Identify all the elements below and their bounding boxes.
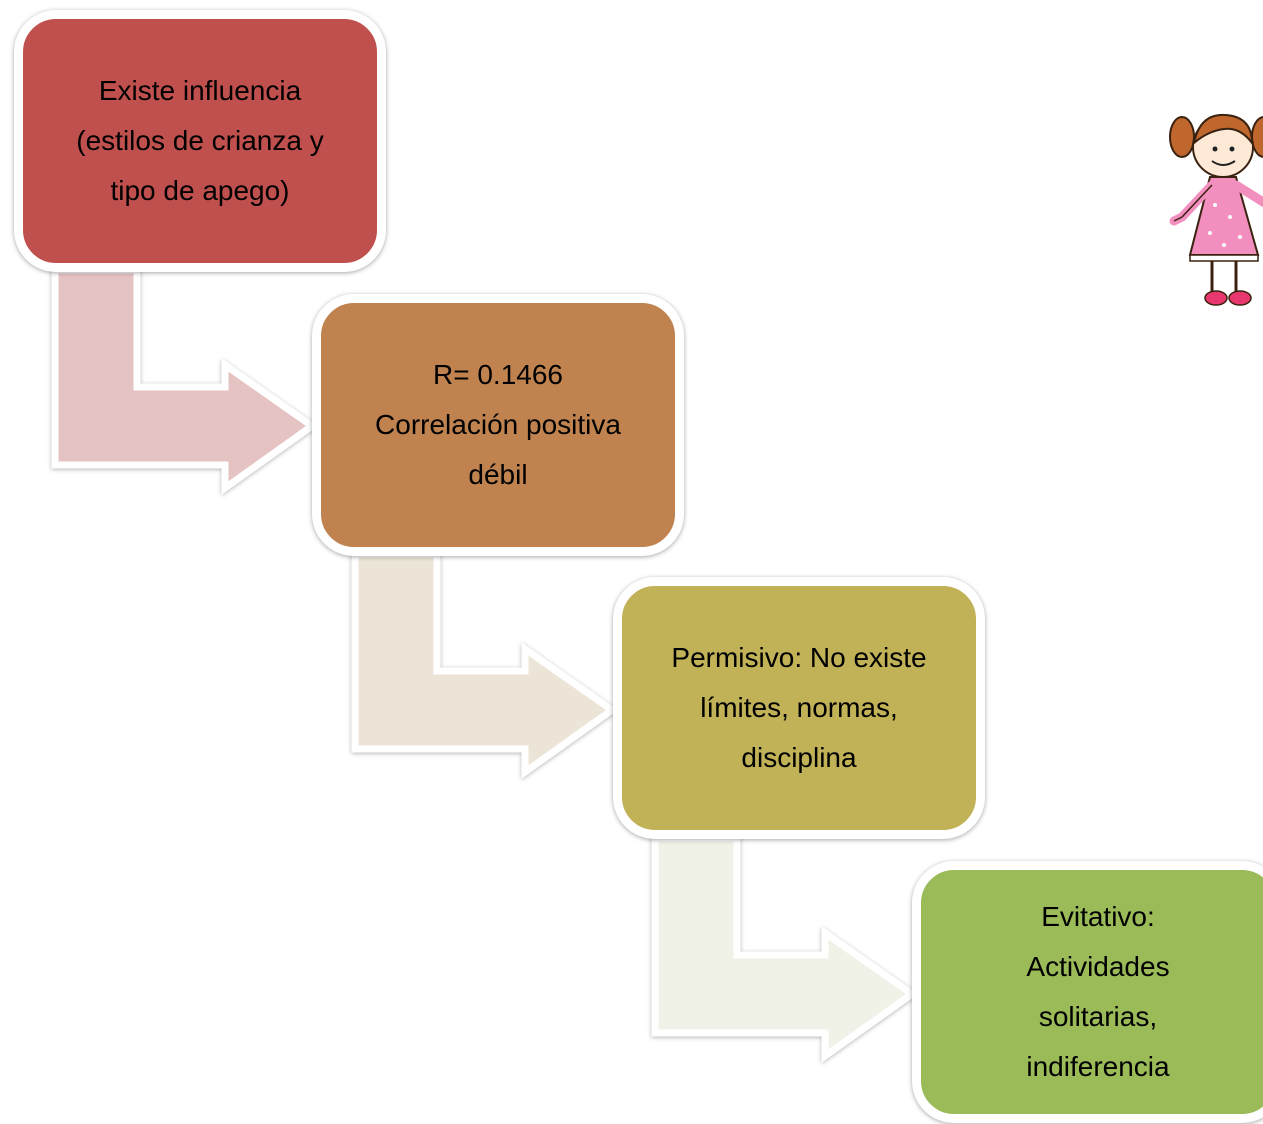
step-text-influencia: Existe influencia (estilos de crianza y … — [76, 75, 324, 206]
step-box-correlacion: R= 0.1466 Correlación positiva débil — [312, 294, 684, 556]
connector-arrow-3 — [651, 834, 919, 1063]
step-text-evitativo: Evitativo: Actividades solitarias, indif… — [1026, 901, 1170, 1082]
step-box-evitativo: Evitativo: Actividades solitarias, indif… — [912, 861, 1263, 1123]
step-text-correlacion: R= 0.1466 Correlación positiva débil — [375, 359, 621, 490]
girl-cartoon-icon — [1169, 113, 1263, 306]
step-text-permisivo: Permisivo: No existe límites, normas, di… — [671, 642, 927, 773]
step-box-permisivo: Permisivo: No existe límites, normas, di… — [613, 577, 985, 839]
connector-arrow-1 — [51, 266, 319, 495]
step-box-influencia: Existe influencia (estilos de crianza y … — [14, 10, 386, 272]
connector-arrow-2 — [351, 550, 619, 779]
